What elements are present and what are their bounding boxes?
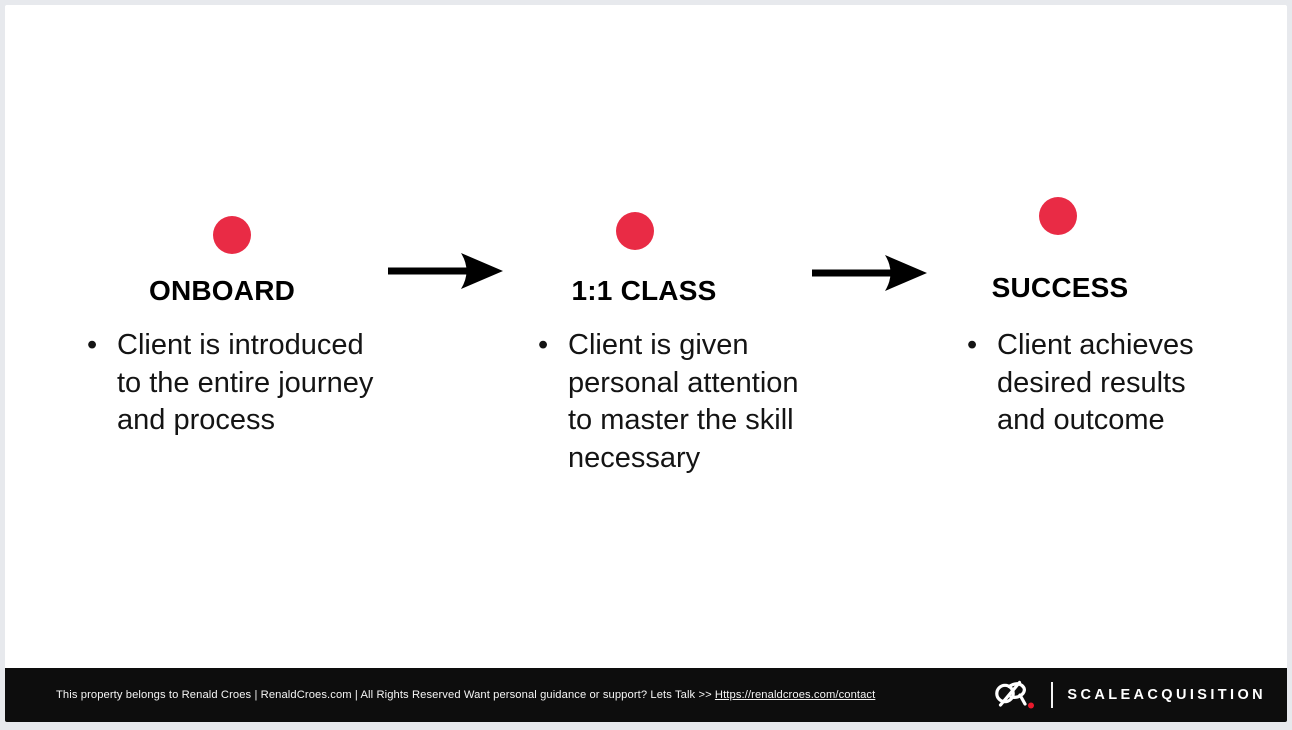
bullet-line: and outcome: [997, 404, 1165, 436]
footer-copyright-text: This property belongs to Renald Croes | …: [56, 668, 875, 722]
footer-contact-link[interactable]: Https://renaldcroes.com/contact: [714, 689, 876, 701]
bullet-item: • Client is introduced to the entire jou…: [87, 327, 373, 440]
bullet-line: Client is given: [568, 329, 749, 361]
bullet-line: Client is introduced: [117, 329, 364, 361]
step-title: 1:1 CLASS: [571, 275, 717, 306]
cr-monogram-logo-icon: [995, 680, 1035, 709]
step-title: ONBOARD: [148, 275, 296, 306]
brand-wordmark: SCALEACQUISITION: [1067, 687, 1266, 703]
footer-bar: This property belongs to Renald Croes | …: [5, 668, 1287, 722]
arrow-right-icon: [388, 253, 503, 289]
step-dot-icon: [213, 216, 251, 254]
bullet-line: desired results: [997, 366, 1186, 399]
step-dot-icon: [1039, 197, 1077, 235]
logo-divider: [1051, 682, 1054, 708]
bullet-line: necessary: [568, 441, 701, 474]
bullet-line: to the entire journey: [117, 366, 374, 399]
bullet-icon: •: [967, 329, 978, 361]
bullet-icon: •: [87, 329, 98, 361]
bullet-text: Client achieves desired results and outc…: [997, 327, 1194, 440]
bullet-text: Client is introduced to the entire journ…: [117, 327, 373, 440]
copyright-text: This property belongs to Renald Croes | …: [56, 689, 715, 701]
logo-red-dot: [1028, 702, 1035, 709]
bullet-item: • Client is given personal attention to …: [538, 327, 799, 477]
bullet-line: and process: [117, 404, 275, 436]
slide-canvas: ONBOARD • Client is introduced to the en…: [5, 5, 1287, 722]
arrow-right-icon: [812, 255, 927, 291]
bullet-line: personal attention: [568, 366, 799, 399]
step-dot-icon: [616, 212, 654, 250]
bullet-text: Client is given personal attention to ma…: [568, 327, 799, 477]
brand-lockup: SCALEACQUISITION: [993, 668, 1266, 722]
bullet-line: to master the skill: [568, 404, 794, 436]
bullet-icon: •: [538, 329, 549, 361]
step-title: SUCCESS: [991, 272, 1129, 303]
bullet-item: • Client achieves desired results and ou…: [967, 327, 1194, 440]
bullet-line: Client achieves: [997, 329, 1194, 361]
